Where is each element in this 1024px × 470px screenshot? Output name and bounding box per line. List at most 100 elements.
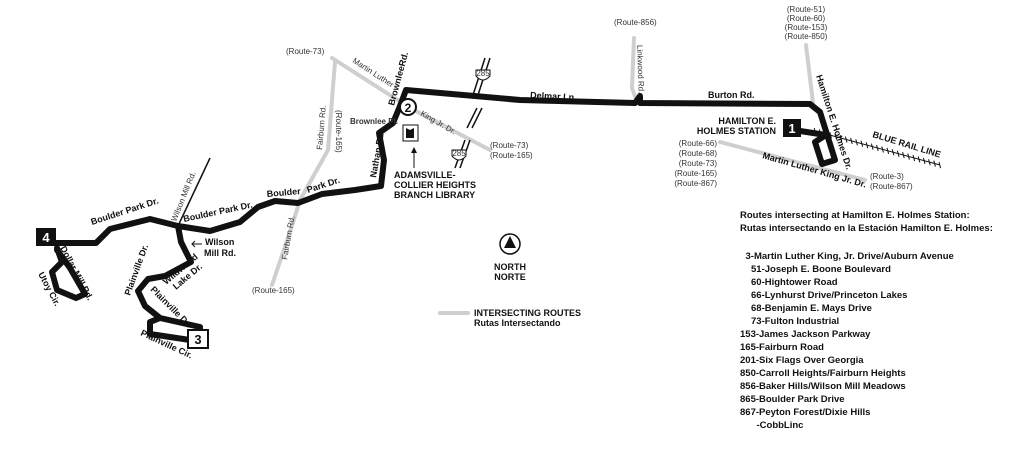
svg-text:285: 285	[452, 149, 466, 158]
road-wilson-2: Mill Rd.	[204, 248, 236, 258]
interstate-shield-icon: 285	[475, 69, 491, 81]
route-165-fairburn: (Route-165)	[334, 110, 343, 153]
road-blue-rail: BLUE RAIL LINE	[871, 129, 942, 159]
svg-text:2: 2	[405, 101, 412, 115]
wilson-mill-road-line	[177, 157, 211, 227]
rail-tick	[860, 140, 864, 147]
library-label-1: ADAMSVILLE-	[394, 170, 456, 180]
route-label: (Route-3)	[870, 172, 904, 181]
road-delmar: Delmar Ln.	[530, 90, 577, 102]
route-label: (Route-165)	[674, 169, 717, 178]
rail-tick	[917, 156, 921, 163]
list-item: 867-Peyton Forest/Dixie Hills	[740, 407, 870, 418]
north-label: NORTH	[494, 262, 526, 272]
interstate-shield-icon: 285	[451, 149, 467, 161]
legend-label-en: INTERSECTING ROUTES	[474, 308, 581, 318]
station-label-2: HOLMES STATION	[697, 126, 776, 136]
route-label: (Route-51)	[787, 5, 826, 14]
list-item: 51-Joseph E. Boone Boulevard	[751, 264, 891, 275]
rail-tick	[834, 133, 838, 140]
route-label: (Route-73)	[490, 141, 529, 150]
list-item: 68-Benjamin E. Mays Drive	[751, 303, 872, 314]
rail-tick	[844, 136, 848, 143]
linkwood-road	[630, 36, 639, 104]
route-label: (Route-66)	[679, 139, 718, 148]
road-fairburn-north: Fairburn Rd.	[315, 105, 328, 150]
norte-label: NORTE	[494, 272, 526, 282]
stop-3-marker[interactable]: 3	[187, 329, 209, 349]
library-icon	[402, 124, 419, 168]
route-label: (Route-165)	[490, 151, 533, 160]
road-fairburn-south: Fairburn Rd.	[280, 215, 297, 260]
north-arrow-icon	[499, 233, 521, 255]
rail-tick	[829, 132, 832, 139]
rail-tick	[839, 134, 843, 142]
martin-luther-king-road-east	[718, 140, 867, 182]
road-plainville-cir: Plainville Cir.	[139, 328, 194, 361]
hamilton-north-road	[804, 43, 815, 105]
list-item: 66-Lynhurst Drive/Princeton Lakes	[751, 290, 907, 301]
mlk-east-routes: (Route-3)(Route-867)	[870, 172, 913, 191]
list-title-es: Rutas intersectando en la Estación Hamil…	[740, 223, 993, 234]
road-mlk-2: King Jr. Dr.	[419, 109, 457, 136]
svg-text:285: 285	[476, 69, 490, 78]
list-item: 856-Baker Hills/Wilson Mill Meadows	[740, 381, 906, 392]
route-73-nw: (Route-73)	[286, 47, 325, 56]
stop-1-marker[interactable]: 1	[783, 119, 801, 137]
stop-4-marker[interactable]: 4	[36, 228, 56, 246]
rail-tick	[933, 160, 936, 167]
rail-tick	[870, 143, 874, 150]
rail-tick	[881, 146, 884, 153]
road-mlk-east: Martin Luther King Jr. Dr.	[761, 150, 867, 189]
route-label: (Route-60)	[787, 14, 826, 23]
route-label: (Route-867)	[870, 182, 913, 191]
route-165-south: (Route-165)	[252, 286, 295, 295]
road-burton: Burton Rd.	[708, 90, 755, 100]
list-item: 3-Martin Luther King, Jr. Drive/Auburn A…	[746, 251, 954, 262]
svg-text:1: 1	[788, 121, 795, 136]
route-856: (Route-856)	[614, 18, 657, 27]
route-label: (Route-867)	[674, 179, 717, 188]
route-label: (Route-73)	[679, 159, 718, 168]
rail-tick	[865, 142, 869, 149]
road-brownlee-pl: Brownlee Pl.	[350, 117, 398, 126]
rail-tick	[922, 157, 926, 164]
bus-route-865	[49, 87, 838, 343]
hamilton-north-routes: (Route-51)(Route-60)(Route-153)(Route-85…	[785, 5, 828, 41]
intersecting-routes-list: 3-Martin Luther King, Jr. Drive/Auburn A…	[740, 251, 954, 431]
list-item: 201-Six Flags Over Georgia	[740, 355, 864, 366]
rail-tick	[850, 137, 853, 145]
rail-tick	[912, 154, 916, 162]
rail-tick	[876, 144, 879, 152]
station-label-1: HAMILTON E.	[718, 116, 776, 126]
route-label: (Route-153)	[785, 23, 828, 32]
rail-tick	[902, 152, 905, 159]
road-linkwood: Linkwood Rd.	[635, 45, 646, 94]
list-item: 865-Boulder Park Drive	[740, 394, 845, 405]
rail-tick	[896, 150, 900, 157]
rail-tick	[886, 147, 890, 155]
list-item: -CobbLinc	[757, 420, 804, 431]
list-item: 153-James Jackson Parkway	[740, 329, 871, 340]
svg-text:3: 3	[194, 332, 201, 347]
stop-2-marker[interactable]: 2	[399, 98, 417, 116]
rail-tick	[855, 139, 858, 146]
mlk-west-routes: (Route-66)(Route-68)(Route-73)(Route-165…	[674, 139, 717, 188]
road-wilson-1: Wilson	[205, 237, 234, 247]
route-label: (Route-850)	[785, 32, 828, 41]
list-item: 165-Fairburn Road	[740, 342, 824, 353]
list-title-en: Routes intersecting at Hamilton E. Holme…	[740, 210, 970, 221]
rail-tick	[938, 161, 942, 169]
route-label: (Route-68)	[679, 149, 718, 158]
list-item: 850-Carroll Heights/Fairburn Heights	[740, 368, 906, 379]
rail-tick	[928, 159, 931, 166]
blue-rail-line	[813, 127, 942, 169]
rail-tick	[907, 153, 910, 160]
legend-label-es: Rutas Intersectando	[474, 318, 561, 328]
list-item: 73-Fulton Industrial	[751, 316, 839, 327]
list-item: 60-Hightower Road	[751, 277, 838, 288]
svg-text:4: 4	[42, 230, 50, 245]
rail-tick	[891, 149, 895, 156]
library-label-2: COLLIER HEIGHTS	[394, 180, 476, 190]
